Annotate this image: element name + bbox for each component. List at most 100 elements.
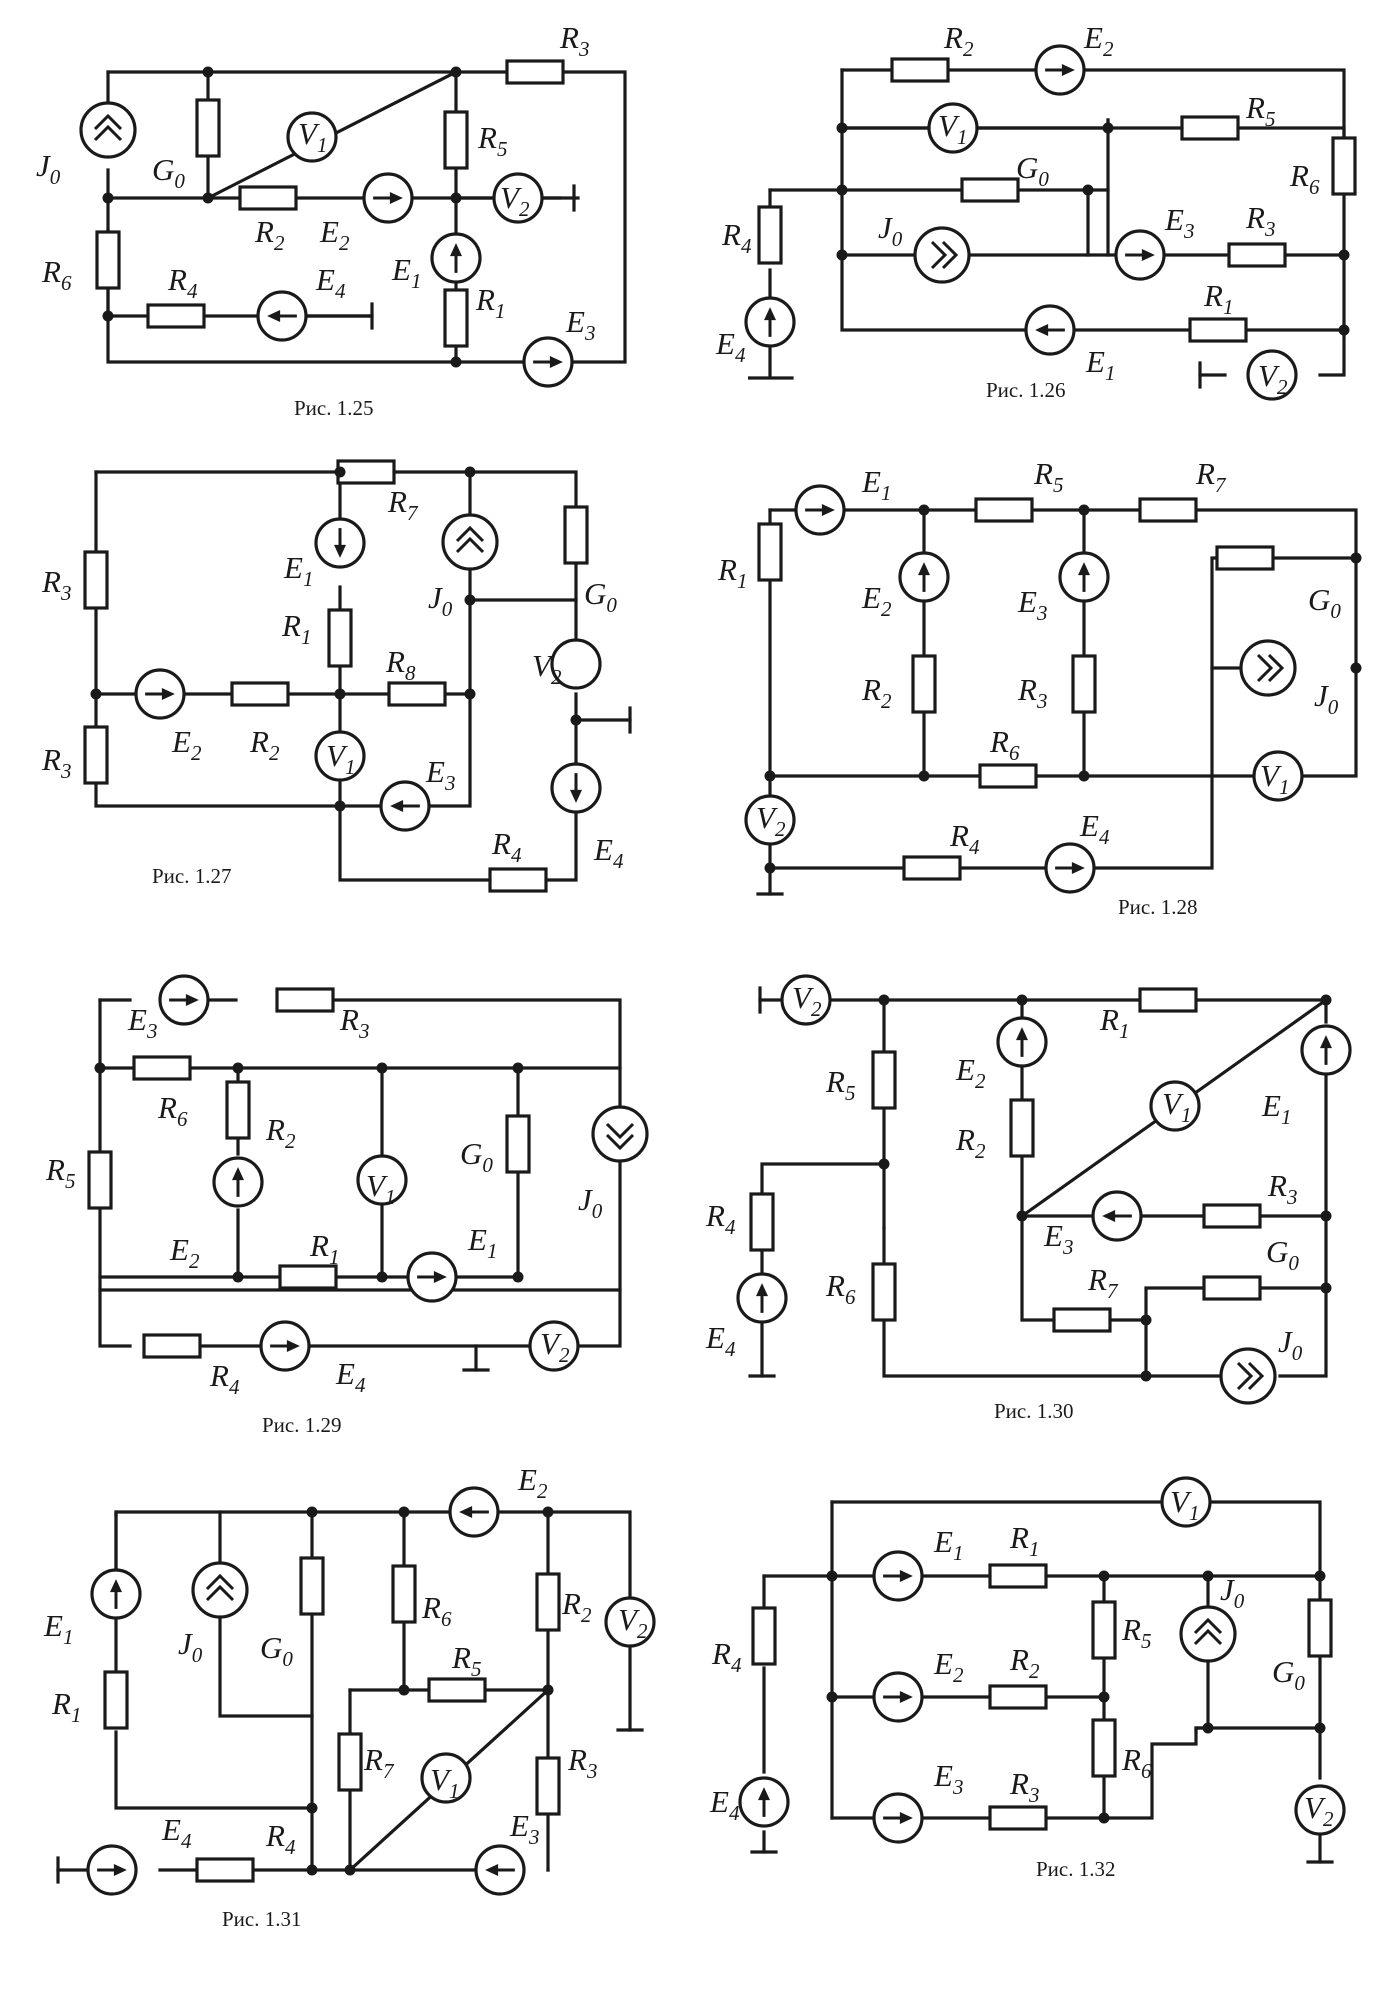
component-label: R1 [51,1686,81,1727]
component-label: V2 [618,1602,648,1643]
current-source-J0 [1219,1347,1277,1405]
resistor-G0 [299,1556,325,1616]
component-label: R8 [385,644,416,685]
component-label: G0 [152,152,185,193]
emf-E3 [1091,1190,1143,1242]
junction-dot [836,249,848,261]
emf-E4 [736,1272,788,1324]
resistor-G0 [195,98,221,158]
resistor-R4 [142,1333,202,1359]
resistor-R7 [1138,497,1198,523]
resistor-R7 [337,1732,363,1792]
wire [94,470,578,508]
junction-dot [464,688,476,700]
wire [1194,1658,1210,1734]
junction-dot [464,466,476,478]
component-label: E2 [933,1646,964,1687]
component-label: E2 [171,724,202,765]
component-label: J0 [878,210,903,251]
component-label: E4 [705,1320,736,1361]
resistor-R5 [427,1677,487,1703]
component-label: E2 [169,1232,200,1273]
figure-caption: Рис. 1.27 [152,864,232,888]
junction-dot [344,1864,356,1876]
junction-dot [1102,122,1114,134]
component-label: R1 [717,552,747,593]
component-label: E3 [425,754,455,795]
figure-caption: Рис. 1.28 [1118,895,1198,919]
resistor-R2 [238,185,298,211]
resistor-G0 [1215,545,1275,571]
component-label: V2 [540,1326,570,1367]
component-label: E2 [319,214,350,255]
component-label: E2 [955,1052,986,1093]
component-label: J0 [578,1182,603,1223]
junction-dot [918,504,930,516]
voltmeter-V1 [927,102,979,154]
component-label: R6 [41,254,72,295]
resistor-R1 [988,1563,1048,1589]
component-label: E1 [391,252,421,293]
junction-dot [464,594,476,606]
resistor-G0 [960,177,1020,203]
component-label: R5 [45,1152,75,1193]
emf-E2 [448,1486,500,1538]
component-label: R3 [559,20,589,61]
component-label: V2 [532,648,562,689]
emf-E3 [474,1844,526,1896]
resistor-R7 [1052,1307,1112,1333]
component-label: J0 [428,580,453,621]
emf-E1 [794,484,846,536]
resistor-R6 [871,1262,897,1322]
junction-dot [542,1506,554,1518]
wire [842,508,1358,560]
component-label: E3 [127,1002,157,1043]
component-label: R5 [1033,456,1063,497]
component-label: E1 [1085,344,1115,385]
resistor-R4 [488,867,548,893]
junction-dot [570,714,582,726]
component-label: E4 [593,832,624,873]
junction-dot [90,688,102,700]
emf-E4 [744,296,796,348]
wire [828,998,1328,1024]
wire [468,598,578,640]
emf-E4 [738,1776,790,1828]
components-layer [79,44,1357,1896]
resistor-R5 [87,1150,113,1210]
component-label: R4 [721,217,752,258]
emf-E4 [1044,842,1096,894]
emf-E2 [362,172,414,224]
component-label: R2 [265,1112,296,1153]
component-label: R3 [1267,1168,1297,1209]
junction-dot [1140,1314,1152,1326]
component-label: E4 [715,326,746,367]
voltmeter-V2 [528,1320,580,1372]
resistor-G0 [1307,1598,1333,1658]
resistor-R2 [988,1684,1048,1710]
junction-dot [1314,1722,1326,1734]
component-label: R2 [561,1586,592,1627]
emf-E2 [898,551,950,603]
component-label: E4 [335,1356,366,1397]
junction-dot [1098,1570,1110,1582]
wire [1102,1726,1210,1820]
junction-dot [1078,770,1090,782]
component-label: E3 [933,1758,963,1799]
component-label: E3 [1164,202,1194,243]
resistor-R6 [978,763,1038,789]
wire [98,998,132,1348]
component-label: V1 [326,738,355,779]
component-label: R3 [41,742,71,783]
component-label: J0 [178,1626,203,1667]
resistor-R4 [749,1192,775,1252]
component-label: R4 [491,826,522,867]
component-label: R7 [387,484,419,525]
wire [748,343,794,380]
junction-dot [1098,1812,1110,1824]
voltmeter-V1 [356,1154,408,1206]
resistor-R2 [911,654,937,714]
voltmeter-V2 [744,794,796,846]
junction-dot [764,770,776,782]
